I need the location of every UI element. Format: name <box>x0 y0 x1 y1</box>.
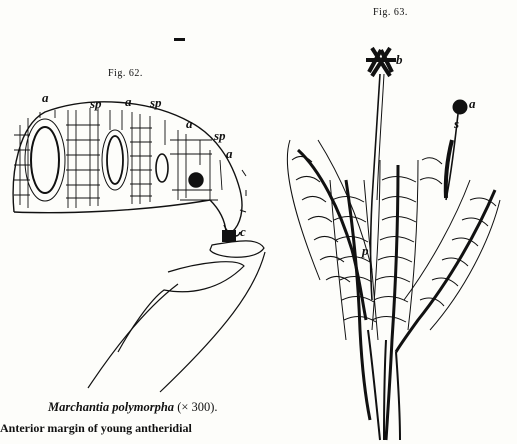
letter-s: s <box>453 116 459 131</box>
letter-sp-3: sp <box>213 128 226 143</box>
antheridium-oval-medium <box>107 136 123 184</box>
archegoniophore-star <box>366 48 396 76</box>
fronds <box>287 140 500 440</box>
frond-left-edges <box>287 140 372 280</box>
ventral-cell-cluster <box>222 230 236 242</box>
frond-left-midrib <box>298 150 366 320</box>
letter-c: c <box>240 224 246 239</box>
letter-a-1: a <box>42 90 49 105</box>
fig62-letters: a sp a sp a sp a c <box>42 90 246 239</box>
letter-p: p <box>361 243 369 258</box>
letter-a-fig63: a <box>469 96 476 111</box>
letter-b: b <box>396 52 403 67</box>
figure-caption-text: Anterior margin of young antheridial <box>0 421 192 436</box>
letter-a-2: a <box>125 94 132 109</box>
magnification: (× 300). <box>177 400 217 414</box>
frond-far-right-edges <box>404 180 500 330</box>
antheridium-oval-small <box>156 154 168 182</box>
rhizoid-outline-3 <box>160 252 265 392</box>
rhizoid-outline-1 <box>118 262 244 352</box>
tissue-inner-outline <box>14 200 226 232</box>
figure-caption-species: Marchantia polymorpha (× 300). <box>48 400 218 415</box>
scale-leaf <box>210 241 264 257</box>
letter-a-3: a <box>186 116 193 131</box>
antheridiophore-globe <box>453 100 467 114</box>
letter-sp-1: sp <box>89 96 102 111</box>
stray-mark <box>174 38 185 41</box>
letter-sp-2: sp <box>149 95 162 110</box>
frond-right-midrib <box>386 165 398 440</box>
antheridium-oval-large <box>31 127 59 193</box>
frond-far-right-midrib <box>396 190 495 352</box>
antheridium-wall-medium <box>102 130 128 190</box>
lower-stems <box>368 330 400 440</box>
species-name: Marchantia polymorpha <box>48 400 174 414</box>
apical-cell-spot <box>189 173 203 187</box>
rhizoid-outline-2 <box>88 284 178 388</box>
letter-a-4: a <box>226 146 233 161</box>
